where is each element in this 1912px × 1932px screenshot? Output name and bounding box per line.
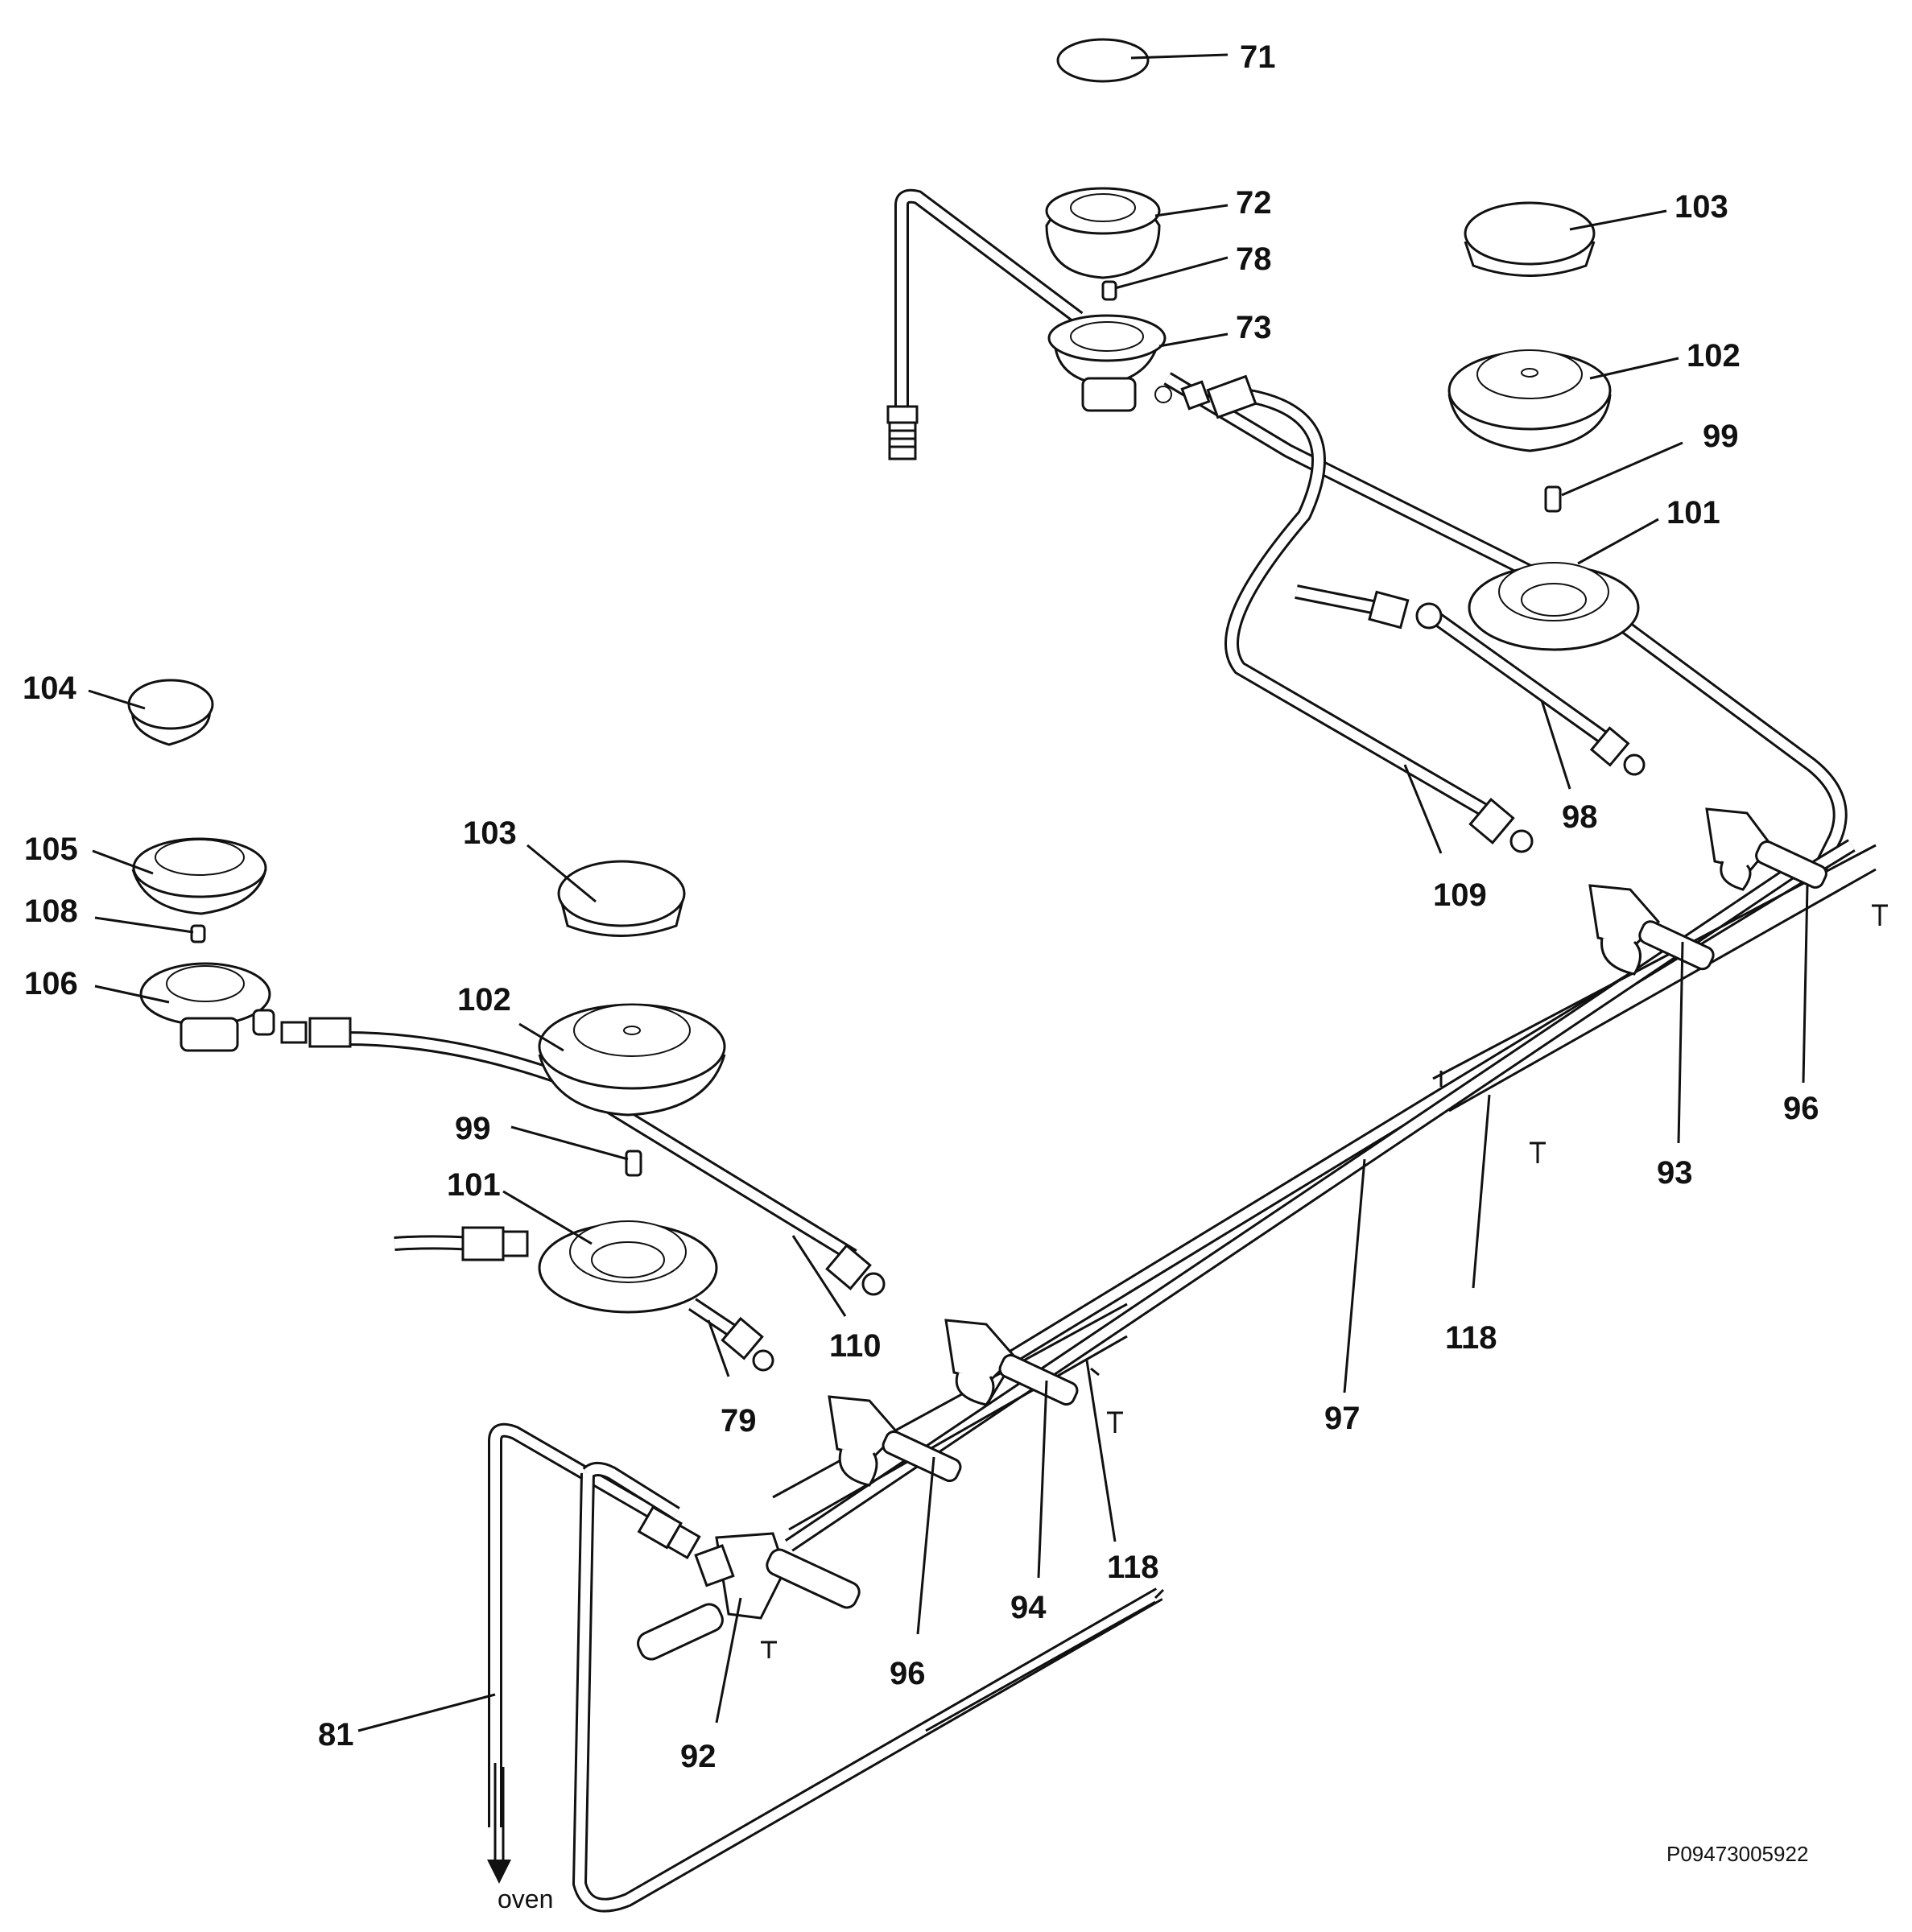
burner-base-73 bbox=[1047, 314, 1172, 412]
callout-96-right: 96 bbox=[1783, 1091, 1819, 1126]
burner-base-101-left bbox=[538, 1220, 718, 1314]
callout-101-right: 101 bbox=[1666, 495, 1720, 530]
callout-106: 106 bbox=[24, 966, 78, 1001]
valve-92-oven bbox=[637, 1532, 861, 1661]
fitting-98 bbox=[1368, 590, 1646, 776]
fitting-106 bbox=[280, 1017, 352, 1048]
oven-pipe-fitting bbox=[637, 1505, 701, 1560]
callout-118-right: 118 bbox=[1445, 1320, 1497, 1356]
screw-108 bbox=[190, 924, 206, 943]
valve-96-right bbox=[1705, 807, 1827, 891]
oven-arrow bbox=[487, 1860, 511, 1884]
screw-99-left bbox=[625, 1150, 642, 1177]
callout-93: 93 bbox=[1657, 1155, 1693, 1191]
callout-101-left: 101 bbox=[447, 1167, 501, 1203]
callout-labels: 71 72 78 73 103 102 99 101 98 109 96 93 … bbox=[23, 39, 1819, 1913]
callout-105: 105 bbox=[24, 832, 78, 867]
callout-78: 78 bbox=[1236, 242, 1272, 277]
callout-103-left: 103 bbox=[463, 815, 517, 851]
callout-72: 72 bbox=[1236, 185, 1272, 221]
valve-96-lower bbox=[828, 1395, 962, 1487]
auxiliary-burner-left bbox=[127, 679, 352, 1052]
callout-118-lower: 118 bbox=[1107, 1550, 1159, 1585]
pipe-fitting-73 bbox=[1180, 374, 1257, 419]
rail-screws-right bbox=[1439, 904, 1888, 1163]
fitting-110 bbox=[825, 1244, 886, 1296]
screw-99-right bbox=[1544, 485, 1562, 513]
callout-97: 97 bbox=[1324, 1401, 1361, 1436]
cap-71 bbox=[1056, 38, 1150, 83]
rapid-burner-right bbox=[1368, 201, 1646, 853]
rail-screws-left bbox=[1090, 1367, 1165, 1600]
oven-label: oven bbox=[498, 1885, 553, 1913]
burner-base-106 bbox=[139, 962, 275, 1052]
burner-crown-72 bbox=[1045, 187, 1161, 279]
inlet-fitting bbox=[886, 405, 919, 460]
gas-pipe-network bbox=[345, 188, 1877, 1913]
fitting-109 bbox=[1468, 797, 1534, 853]
callout-73: 73 bbox=[1236, 310, 1272, 345]
callout-79: 79 bbox=[721, 1403, 757, 1439]
callout-102-left: 102 bbox=[457, 982, 511, 1018]
callout-94: 94 bbox=[1010, 1590, 1047, 1625]
callout-104: 104 bbox=[23, 671, 76, 706]
callout-110: 110 bbox=[829, 1328, 882, 1364]
fitting-79 bbox=[721, 1316, 774, 1372]
callout-99-right: 99 bbox=[1703, 419, 1739, 454]
burner-crown-105 bbox=[131, 837, 267, 915]
fitting-101-left bbox=[461, 1226, 529, 1261]
callout-109: 109 bbox=[1433, 877, 1487, 913]
callout-103-right: 103 bbox=[1675, 189, 1728, 225]
callout-92: 92 bbox=[680, 1739, 716, 1774]
cap-103-left bbox=[557, 860, 686, 937]
callout-96-lower: 96 bbox=[890, 1656, 926, 1691]
callout-71: 71 bbox=[1240, 39, 1276, 75]
cap-103-right bbox=[1464, 201, 1596, 277]
callout-81: 81 bbox=[318, 1717, 354, 1752]
valve-94 bbox=[944, 1319, 1079, 1406]
valve-93 bbox=[1588, 884, 1715, 976]
callout-102-right: 102 bbox=[1687, 338, 1741, 374]
burner-base-101-right bbox=[1468, 562, 1640, 651]
callout-108: 108 bbox=[24, 894, 78, 929]
auxiliary-burner-top bbox=[886, 38, 1257, 460]
rapid-burner-left bbox=[461, 860, 886, 1372]
callout-99-left: 99 bbox=[455, 1111, 491, 1146]
burner-crown-102-right bbox=[1447, 349, 1612, 452]
cap-104 bbox=[127, 679, 214, 746]
screw-78 bbox=[1101, 280, 1117, 301]
callout-98: 98 bbox=[1562, 799, 1598, 835]
burner-crown-102-left bbox=[538, 1003, 726, 1117]
leader-lines bbox=[88, 53, 1809, 1860]
drawing-code: P09473005922 bbox=[1666, 1842, 1808, 1866]
